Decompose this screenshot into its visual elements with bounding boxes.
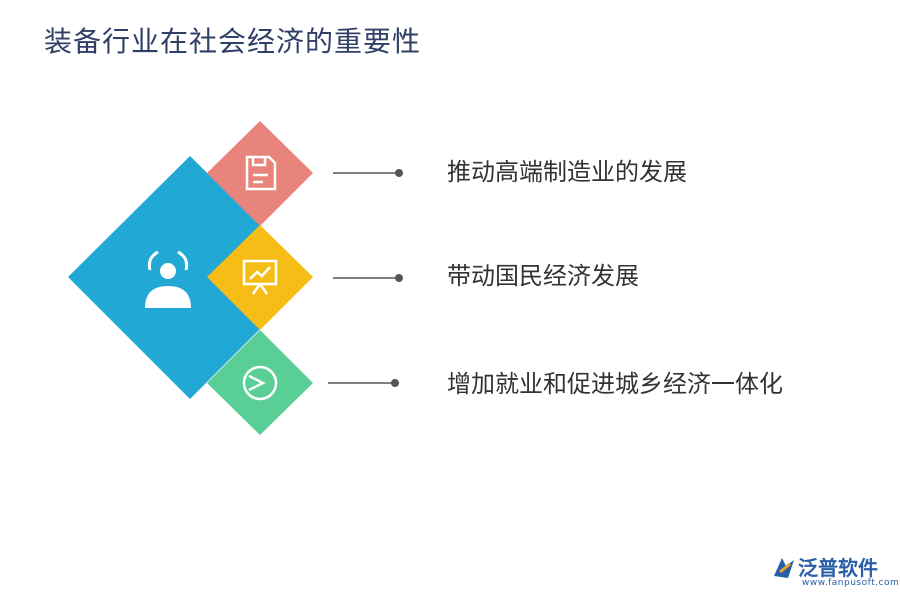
document-icon — [245, 155, 277, 191]
item1-diamond — [207, 121, 313, 226]
pie-chart-icon — [242, 365, 278, 401]
item-label-2: 带动国民经济发展 — [447, 262, 639, 290]
connector-1 — [333, 169, 403, 177]
connector-2 — [333, 274, 403, 282]
item-label-3: 增加就业和促进城乡经济一体化 — [447, 370, 783, 398]
connector-3 — [328, 379, 399, 387]
presentation-chart-icon — [242, 259, 278, 295]
item-label-1: 推动高端制造业的发展 — [447, 158, 687, 186]
logo-name: 泛普软件 — [798, 556, 878, 580]
logo-mark-icon — [774, 558, 794, 578]
page-title: 装备行业在社会经济的重要性 — [44, 25, 422, 58]
brand-logo: 泛普软件 www.fanpusoft.com — [768, 552, 899, 596]
item2-diamond — [207, 225, 313, 330]
logo-url: www.fanpusoft.com — [802, 578, 900, 588]
user-icon — [145, 250, 191, 308]
